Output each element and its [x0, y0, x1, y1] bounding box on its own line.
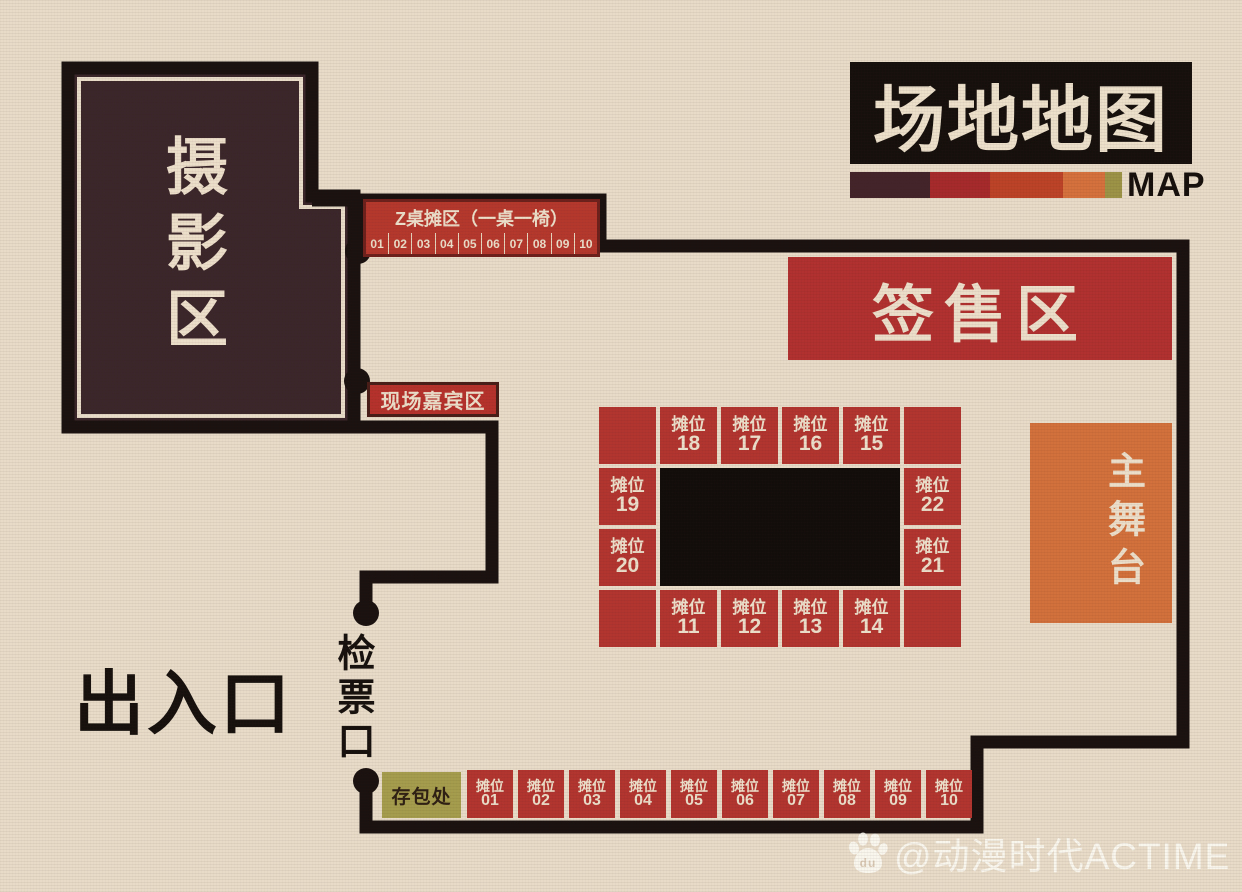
color-bar-segment-5	[1105, 172, 1122, 198]
map-title: 场地地图	[850, 62, 1192, 164]
guest-area-label: 现场嘉宾区	[367, 382, 499, 417]
booth-b06: 摊位 06	[722, 770, 768, 818]
booth-cell-empty	[904, 407, 961, 464]
booth-b02: 摊位 02	[518, 770, 564, 818]
booth-b01: 摊位 01	[467, 770, 513, 818]
ticket-gate-label: 检票口	[331, 633, 373, 765]
z-table-booth-strip: Z桌摊区（一桌一椅） 01 02 03 04 05 06 07 08 09 10	[363, 199, 600, 257]
main-stage: 主舞台	[1030, 423, 1172, 623]
watermark-text: @动漫时代ACTIME	[894, 836, 1231, 877]
booth-15: 摊位 15	[843, 407, 900, 464]
z-table-title: Z桌摊区（一桌一椅）	[395, 208, 568, 229]
z-booth-05: 05	[457, 233, 481, 254]
z-booth-01: 01	[370, 236, 384, 251]
z-booth-04: 04	[434, 233, 458, 254]
booth-cell-empty	[599, 407, 656, 464]
booth-18: 摊位 18	[660, 407, 717, 464]
gate-dot-guest	[344, 368, 370, 394]
booth-b03: 摊位 03	[569, 770, 615, 818]
z-booth-03: 03	[411, 233, 434, 254]
center-booth-grid: 摊位 18 摊位 17 摊位 16 摊位 15 摊位 19 摊位 22 摊位 2…	[599, 407, 961, 647]
booth-cell-empty	[904, 590, 961, 647]
z-booth-02: 02	[388, 233, 411, 254]
z-table-numbers: 01 02 03 04 05 06 07 08 09 10	[366, 233, 597, 254]
booth-16: 摊位 16	[782, 407, 839, 464]
main-wall	[312, 193, 1190, 834]
color-bar-segment-4	[1063, 172, 1105, 198]
bag-storage: 存包处	[382, 772, 461, 818]
photo-area-inner-line	[77, 77, 345, 418]
color-bar-segment-1	[850, 172, 930, 198]
booth-b09: 摊位 09	[875, 770, 921, 818]
booth-11: 摊位 11	[660, 590, 717, 647]
svg-text:du: du	[860, 856, 877, 870]
booth-19: 摊位 19	[599, 468, 656, 525]
map-subtitle: MAP	[1127, 166, 1206, 204]
z-booth-06: 06	[481, 233, 504, 254]
booth-22: 摊位 22	[904, 468, 961, 525]
booth-13: 摊位 13	[782, 590, 839, 647]
gate-dot-ticket-bottom	[353, 768, 379, 794]
booth-b05: 摊位 05	[671, 770, 717, 818]
photo-area-label: 摄影区	[156, 133, 225, 362]
booth-cell-empty	[599, 590, 656, 647]
z-booth-08: 08	[527, 233, 550, 254]
booth-b04: 摊位 04	[620, 770, 666, 818]
center-black-block	[660, 468, 900, 586]
booth-17: 摊位 17	[721, 407, 778, 464]
title-color-bar	[850, 172, 1122, 198]
entrance-exit-label: 出入口	[74, 665, 293, 743]
booth-14: 摊位 14	[843, 590, 900, 647]
z-booth-09: 09	[550, 233, 574, 254]
color-bar-segment-3	[990, 172, 1063, 198]
signing-area: 签售区	[788, 257, 1172, 360]
watermark: du @动漫时代ACTIME	[846, 826, 1230, 880]
booth-21: 摊位 21	[904, 529, 961, 586]
color-bar-segment-2	[930, 172, 990, 198]
bottom-booth-row: 摊位 01 摊位 02 摊位 03 摊位 04 摊位 05 摊位 06 摊位 0…	[467, 770, 972, 818]
z-booth-10: 10	[573, 233, 597, 254]
guest-corridor-wall	[348, 420, 499, 610]
booth-b07: 摊位 07	[773, 770, 819, 818]
booth-b10: 摊位 10	[926, 770, 972, 818]
gate-dot-ticket-top	[353, 600, 379, 626]
booth-b08: 摊位 08	[824, 770, 870, 818]
z-booth-07: 07	[504, 233, 527, 254]
booth-20: 摊位 20	[599, 529, 656, 586]
booth-12: 摊位 12	[721, 590, 778, 647]
baidu-paw-icon: du	[848, 832, 888, 873]
